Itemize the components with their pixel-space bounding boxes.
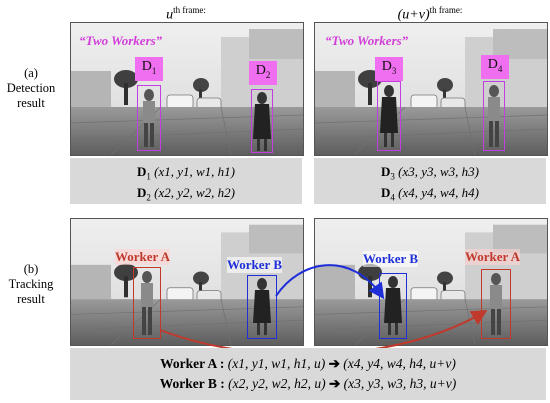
person-silhouette xyxy=(380,85,398,147)
header-th-suffix-2: th frame: xyxy=(429,5,463,15)
person-silhouette xyxy=(490,273,502,335)
person-silhouette xyxy=(143,89,155,147)
worker-a-label-uv: Worker A xyxy=(465,249,521,265)
label-d3: D3 xyxy=(375,57,403,81)
track-box-worker-a-uv xyxy=(481,269,511,339)
row-line1-b: Tracking xyxy=(8,277,54,291)
person-silhouette xyxy=(253,92,271,151)
tracking-line1-to: (x4, y4, w4, h4, u+v) xyxy=(343,356,456,371)
detection-caption-left: D1 (x1, y1, w1, h1) D2 (x2, y2, w2, h2) xyxy=(70,158,302,204)
person-silhouette xyxy=(141,271,153,335)
header-uth-frame: uth frame: xyxy=(70,2,302,24)
detection-box-d1 xyxy=(137,85,161,151)
header-th-suffix: th frame: xyxy=(173,5,206,15)
track-box-worker-a-u xyxy=(133,267,161,339)
label-d2-sub: 2 xyxy=(265,69,271,80)
detection-box-d2 xyxy=(251,89,273,153)
row-letter-a: (a) xyxy=(24,66,38,80)
detection-frame-u: “Two Workers” D1 D2 xyxy=(70,22,304,156)
row-line1-a: Detection xyxy=(6,81,56,95)
row-line2-b: result xyxy=(17,292,45,306)
tracking-line2-to: (x3, y3, w3, h3, u+v) xyxy=(343,376,457,391)
label-d3-text: D xyxy=(381,59,392,74)
label-d1-sub: 1 xyxy=(151,65,157,76)
header-u-var: u xyxy=(166,7,174,23)
row-label-detection: (a) Detection result xyxy=(0,66,62,111)
worker-b-arrow xyxy=(275,264,385,300)
label-d3-sub: 3 xyxy=(391,65,397,76)
person-silhouette xyxy=(488,85,500,147)
detection-caption-right: D3 (x3, y3, w3, h3) D4 (x4, y4, w4, h4) xyxy=(314,158,546,204)
caption-d3: D3 (x3, y3, w3, h3) xyxy=(380,164,479,182)
track-box-worker-b-uv xyxy=(379,273,407,339)
tracking-line2-label: Worker B : xyxy=(159,376,225,391)
tracking-frame-u: Worker A Worker B xyxy=(70,218,304,346)
tracking-line-worker-b: Worker B : (x2, y2, w2, h2, u) ➔ (x3, y3… xyxy=(70,374,546,394)
person-silhouette xyxy=(384,276,402,335)
caption-d1: D1 (x1, y1, w1, h1) xyxy=(136,164,235,182)
caption-d2: D2 (x2, y2, w2, h2) xyxy=(136,184,235,203)
worker-b-label-uv: Worker B xyxy=(363,251,419,267)
detection-box-d3 xyxy=(377,81,401,151)
tracking-line2-from: (x2, y2, w2, h2, u) xyxy=(228,376,326,391)
row-label-tracking: (b) Tracking result xyxy=(0,262,62,307)
label-d4-sub: 4 xyxy=(497,63,503,74)
tracking-frame-uv: Worker B Worker A xyxy=(314,218,548,346)
tracking-line1-from: (x1, y1, w1, h1, u) xyxy=(227,356,326,371)
person-silhouette xyxy=(253,278,271,335)
tracking-line-worker-a: Worker A : (x1, y1, w1, h1, u) ➔ (x4, y4… xyxy=(70,354,546,374)
header-uv-frame: (u+v)th frame: xyxy=(314,2,546,24)
detection-box-d4 xyxy=(483,81,505,151)
two-workers-quote: “Two Workers” xyxy=(325,33,409,48)
caption-d2-coords: (x2, y2, w2, h2) xyxy=(154,184,235,200)
track-box-worker-b-u xyxy=(247,275,277,339)
label-d1: D1 xyxy=(135,57,163,81)
caption-d4-coords: (x4, y4, w4, h4) xyxy=(398,184,479,200)
label-d4: D4 xyxy=(481,55,509,79)
row-letter-b: (b) xyxy=(23,262,39,276)
caption-d3-coords: (x3, y3, w3, h3) xyxy=(398,164,479,179)
two-workers-quote: “Two Workers” xyxy=(79,33,163,48)
tracking-caption: Worker A : (x1, y1, w1, h1, u) ➔ (x4, y4… xyxy=(70,348,546,400)
arrow-glyph: ➔ xyxy=(328,376,341,391)
label-d2: D2 xyxy=(249,61,277,85)
worker-b-label-u: Worker B xyxy=(227,257,283,273)
arrow-glyph: ➔ xyxy=(328,356,340,371)
caption-d4: D4 (x4, y4, w4, h4) xyxy=(380,184,479,203)
tracking-line1-label: Worker A : xyxy=(160,356,225,371)
label-d4-text: D xyxy=(487,57,498,72)
detection-frame-uv: “Two Workers” D3 D4 xyxy=(314,22,548,156)
caption-d1-coords: (x1, y1, w1, h1) xyxy=(154,164,235,179)
header-uv-var: (u+v) xyxy=(397,7,430,23)
label-d1-text: D xyxy=(141,59,152,74)
row-line2-a: result xyxy=(17,96,45,110)
worker-a-label-u: Worker A xyxy=(115,249,171,265)
label-d2-text: D xyxy=(255,63,266,78)
